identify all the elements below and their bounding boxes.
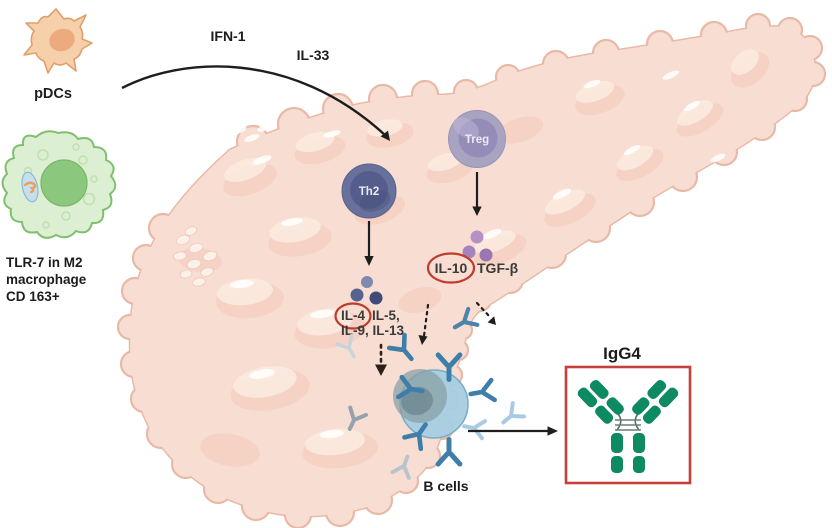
il4-red-circle (334, 302, 372, 330)
b-cell (384, 330, 499, 468)
macrophage-phagosome (21, 171, 39, 203)
ifn1-label: IFN-1 (211, 28, 246, 44)
pancreas (116, 12, 827, 528)
pancreas-acini-cluster (173, 226, 218, 287)
th2-cell: Th2 (341, 163, 397, 219)
th2-cytokine-dots (350, 276, 383, 305)
pancreas-highlights (230, 70, 726, 439)
il5-label: IL-5, (372, 308, 400, 323)
th2-secretion-arrow (364, 221, 374, 266)
pdc-cell (23, 8, 93, 74)
macrophage-label: TLR-7 in M2 macrophage CD 163+ (6, 255, 87, 304)
bcr-antibody-icon (466, 376, 499, 408)
antibody-icon (494, 399, 528, 433)
th2-inner (350, 171, 388, 209)
bcell-to-igg4-arrow (468, 426, 558, 436)
treg-secretion-arrow (472, 172, 482, 216)
dashed-arrow-il10-left (418, 303, 430, 345)
b-cells-label: B cells (423, 478, 468, 494)
b-cell-nucleus-inner (401, 386, 433, 416)
treg-cytokine-dots (462, 230, 493, 262)
igg4-label: IgG4 (603, 344, 641, 363)
macrophage-label-line1: TLR-7 in M2 (6, 255, 83, 270)
th2-cytokine-labels: IL-4 IL-5, IL-9, IL-13 (334, 302, 405, 338)
il10-red-circle (426, 252, 476, 284)
igg4-antibody-icon (575, 375, 681, 473)
macrophage-cell (1, 130, 117, 239)
th2-shadow (359, 190, 391, 212)
tgfb-label: TGF-β (477, 260, 519, 276)
treg-label: Treg (465, 134, 489, 146)
pdc-to-pancreas-arrow (121, 65, 390, 141)
igg4-stem (611, 433, 645, 473)
treg-cell: Treg (448, 110, 506, 168)
pdc-nucleus (49, 28, 75, 52)
macrophage-nucleus (40, 159, 88, 207)
dashed-arrow-il10-right (475, 301, 496, 325)
treg-highlight (453, 117, 479, 139)
dashed-arrow-il4-to-bcell (375, 343, 387, 376)
th2-label: Th2 (359, 186, 379, 198)
il10-label: IL-10 (435, 260, 468, 276)
pdc-label: pDCs (34, 86, 72, 102)
il4-label: IL-4 (341, 308, 365, 323)
macrophage-label-line2: macrophage (6, 272, 87, 287)
macrophage-label-line3: CD 163+ (6, 289, 60, 304)
macrophage-phagosome-content (23, 181, 37, 194)
il9-il13-label: IL-9, IL-13 (341, 323, 405, 338)
treg-cytokine-labels: IL-10 TGF-β (426, 252, 519, 284)
macrophage-vesicles (23, 143, 98, 229)
igg4-panel: IgG4 (564, 344, 692, 485)
il33-label: IL-33 (297, 47, 330, 63)
